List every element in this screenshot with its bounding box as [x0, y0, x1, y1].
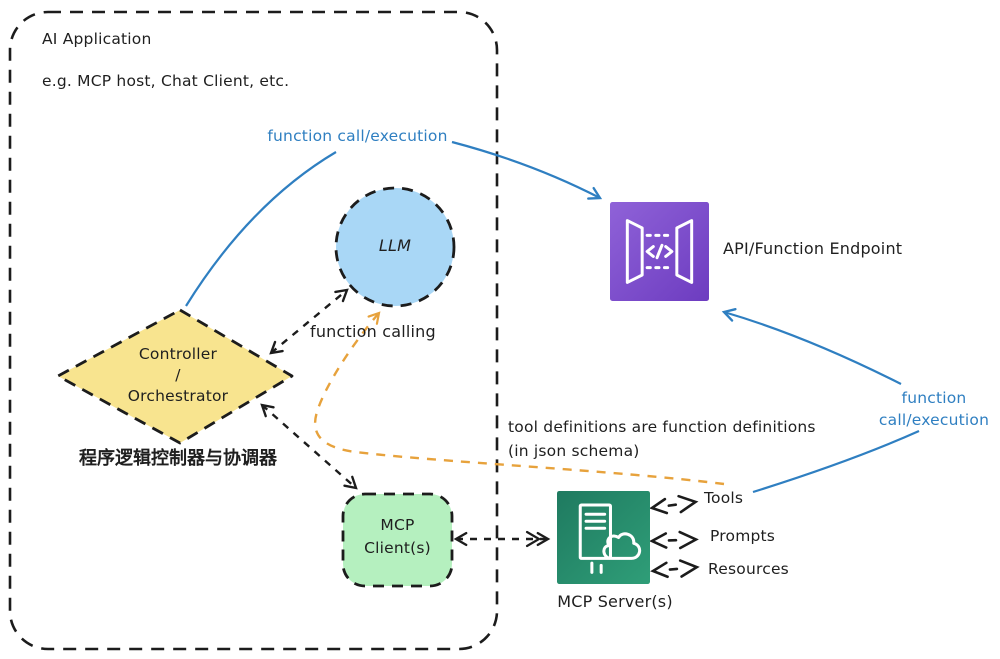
function-call-execution-right-label: function call/execution	[878, 389, 990, 429]
edge-right-annotation-to-api	[721, 308, 902, 385]
ai-application-box	[8, 10, 499, 651]
controller-label: Controller / Orchestrator	[127, 345, 229, 405]
edge-controller-to-annotation	[185, 151, 337, 307]
tool-definitions-line1: tool definitions are function definition…	[508, 418, 816, 436]
function-call-execution-top-label: function call/execution	[267, 127, 448, 145]
llm-label: LLM	[378, 236, 412, 255]
api-endpoint-label: API/Function Endpoint	[723, 239, 903, 258]
edge-annotation-to-api	[451, 140, 603, 200]
mcp-client-node	[341, 492, 454, 588]
prompts-arrow-icon	[649, 530, 699, 550]
controller-caption-zh: 程序逻辑控制器与协调器	[79, 448, 277, 469]
edge-llm-controller	[269, 288, 349, 355]
ai-application-title: AI Application	[42, 30, 152, 48]
edge-client-server-extra-chevron	[525, 530, 542, 548]
tool-definitions-line2: (in json schema)	[508, 442, 640, 460]
controller-node	[56, 308, 294, 445]
edge-controller-client	[260, 403, 358, 490]
edge-right-annotation-to-tools	[752, 429, 920, 494]
mcp-server-label: MCP Server(s)	[557, 592, 673, 611]
capability-resources-label: Resources	[708, 560, 789, 578]
resources-arrow-icon	[650, 559, 700, 579]
function-calling-label: function calling	[310, 322, 436, 341]
tools-arrow-icon	[649, 494, 699, 515]
mcp-client-label: MCP Client(s)	[364, 516, 431, 557]
ai-application-subtitle: e.g. MCP host, Chat Client, etc.	[42, 72, 290, 90]
api-gateway-icon	[610, 202, 709, 301]
llm-node	[334, 186, 456, 308]
capability-prompts-label: Prompts	[710, 527, 776, 545]
server-cloud-icon	[557, 491, 650, 584]
capability-tools-label: Tools	[704, 489, 744, 507]
